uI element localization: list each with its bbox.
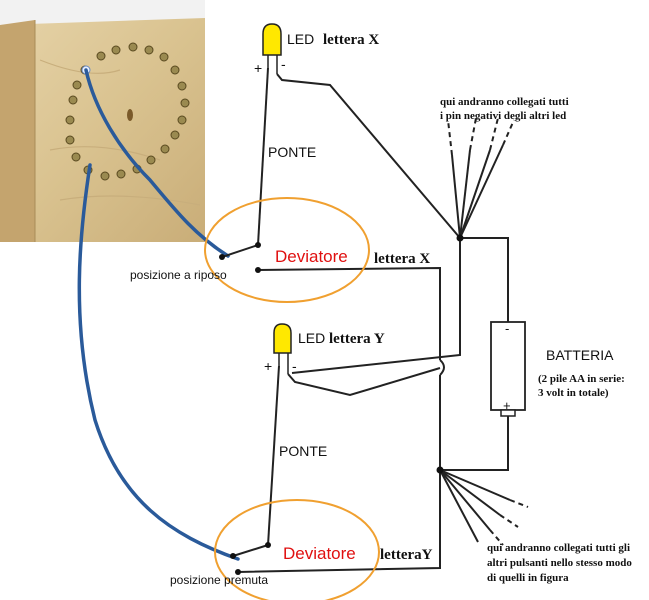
led-y-minus: - [292, 358, 297, 374]
note-top-line-2: i pin negativi degli altri led [440, 110, 566, 122]
led-x [262, 23, 282, 74]
posizione-premuta-label: posizione premuta [170, 573, 268, 587]
led-y [273, 323, 292, 374]
posizione-riposo-label: posizione a riposo [130, 268, 227, 282]
wood-panel-photo [0, 0, 205, 242]
deviatore-bottom-label: Deviatore [283, 544, 356, 563]
battery [490, 321, 526, 417]
led-x-label: LED [287, 31, 314, 47]
ponte-top-label: PONTE [268, 144, 316, 160]
deviatore-bottom-ellipse [214, 499, 380, 600]
note-bottom-line-1: qui andranno collegati tutti gli [487, 542, 630, 554]
lettera-y-switch-label: letteraY [380, 547, 433, 563]
battery-detail-1: (2 pile AA in serie: [538, 373, 625, 385]
battery-minus: - [505, 321, 509, 336]
note-bottom-line-3: di quelli in figura [487, 572, 569, 584]
junction-dots [219, 234, 464, 575]
led-y-letter: lettera Y [329, 331, 385, 347]
note-top-line-1: qui andranno collegati tutti [440, 96, 569, 108]
lettera-x-switch-label: lettera X [374, 251, 430, 267]
blue-cable [77, 68, 240, 561]
led-y-label: LED [298, 330, 325, 346]
ponte-mid-label: PONTE [279, 443, 327, 459]
led-ring [65, 42, 190, 181]
led-x-minus: - [281, 56, 286, 72]
deviatore-top-label: Deviatore [275, 247, 348, 266]
led-y-plus: + [264, 358, 272, 374]
wires [221, 67, 511, 573]
led-x-plus: + [254, 60, 262, 76]
battery-title: BATTERIA [546, 347, 614, 363]
led-x-letter: lettera X [323, 32, 379, 48]
battery-detail-2: 3 volt in totale) [538, 387, 609, 399]
battery-plus: + [503, 398, 511, 413]
note-bottom-line-2: altri pulsanti nello stesso modo [487, 557, 632, 569]
deviatore-top-ellipse [204, 197, 370, 303]
dashed-extensions [447, 117, 529, 546]
